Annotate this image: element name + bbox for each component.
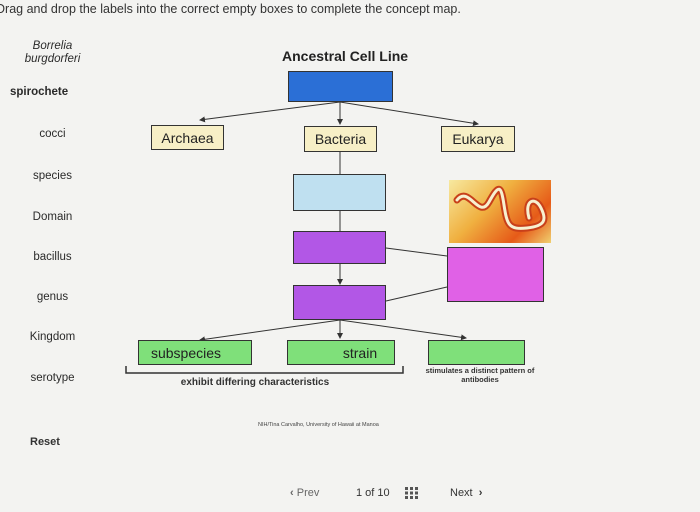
species-drop-box[interactable] [293,174,386,211]
chevron-left-icon: ‹ [290,487,294,499]
serotype-drop-box[interactable] [447,247,544,302]
next-button[interactable]: Next › [450,487,482,499]
label-genus[interactable]: genus [36,291,69,303]
label-serotype[interactable]: serotype [30,372,75,384]
bacteria-label: Bacteria [314,131,367,147]
label-domain[interactable]: Domain [32,211,73,223]
subspecies-label: subspecies [150,344,222,361]
green-drop-box[interactable] [428,340,525,365]
label-species[interactable]: species [33,170,72,182]
bracket-caption: exhibit differing characteristics [180,377,330,388]
page-indicator: 1 of 10 [356,487,390,499]
genus-drop-box[interactable] [293,231,386,264]
subspecies-box: subspecies [138,340,252,365]
instructions-text: Drag and drop the labels into the correc… [0,2,461,16]
strain-label: strain [342,344,378,361]
image-credit: NIH/Tina Carvalho, University of Hawaii … [258,422,379,428]
label-cocci[interactable]: cocci [39,128,66,140]
strain-box: strain [287,340,395,365]
species-purple-drop-box[interactable] [293,285,386,320]
label-borrelia-burgdorferi[interactable]: Borrelia burgdorferi [24,40,81,65]
eukarya-label: Eukarya [452,131,504,147]
eukarya-box: Eukarya [441,126,515,152]
label-spirochete[interactable]: spirochete [10,86,69,98]
label-bacillus[interactable]: bacillus [33,251,72,263]
chevron-right-icon: › [478,487,483,499]
spirochete-shape [453,185,548,232]
spirochete-micrograph-image [449,180,551,243]
label-kingdom[interactable]: Kingdom [29,331,76,343]
archaea-box: Archaea [151,125,224,150]
bacteria-box: Bacteria [304,126,377,152]
archaea-label: Archaea [161,129,214,146]
prev-label: Prev [296,487,320,499]
green-box-caption: stimulates a distinct pattern of antibod… [425,366,535,384]
reset-button[interactable]: Reset [30,436,60,448]
root-drop-box[interactable] [288,71,393,102]
prev-button[interactable]: ‹ Prev [290,487,319,499]
map-title: Ancestral Cell Line [282,48,409,64]
grid-icon[interactable] [405,487,419,499]
next-label: Next [450,487,473,499]
